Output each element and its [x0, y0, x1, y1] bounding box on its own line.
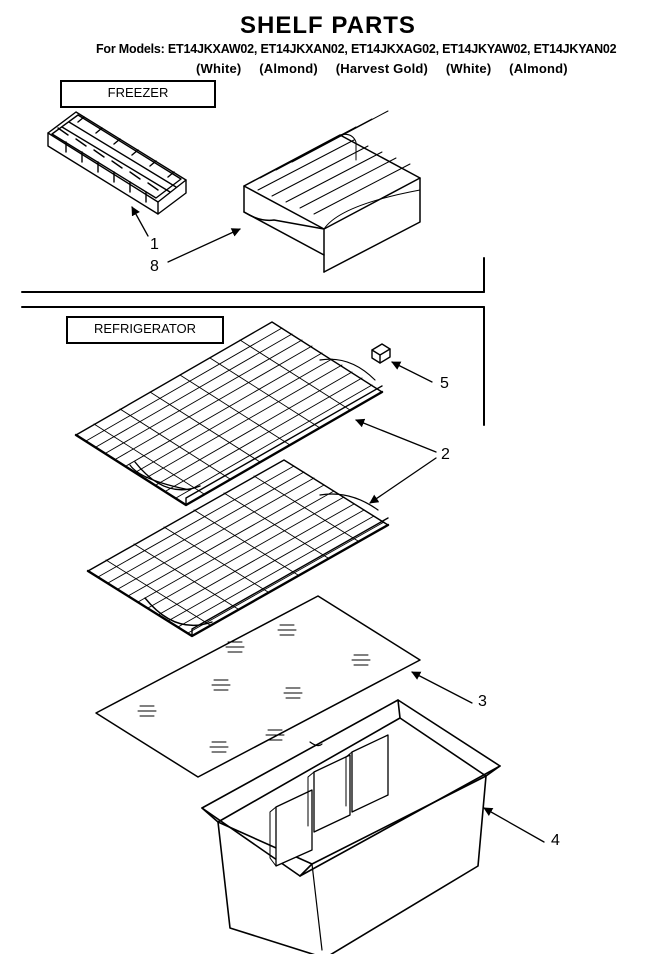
- lower-wire-shelf: [86, 459, 390, 638]
- callout-4: 4: [551, 832, 560, 849]
- color-variant: (White): [445, 61, 492, 76]
- callout-2: 2: [441, 446, 450, 463]
- crisper-cover-glass: [95, 595, 421, 778]
- freezer-shelf: [243, 110, 421, 273]
- color-variant: (Almond): [509, 61, 568, 76]
- callout-8: 8: [150, 258, 159, 275]
- ice-tray: [47, 111, 187, 215]
- color-variant: (White): [196, 61, 242, 76]
- models-line: For Models: ET14JKXAW02, ET14JKXAN02, ET…: [96, 42, 617, 56]
- callout-3: 3: [478, 693, 487, 710]
- shelf-stop: [371, 343, 391, 364]
- section-dividers: [21, 257, 485, 426]
- crisper-pan: [201, 699, 501, 954]
- leader-arrows: [131, 206, 545, 843]
- freezer-section-label: FREEZER: [60, 80, 216, 108]
- upper-wire-shelf: [74, 321, 384, 507]
- callout-5: 5: [440, 375, 449, 392]
- refrigerator-section-label: REFRIGERATOR: [66, 316, 224, 344]
- color-variant: (Almond): [259, 61, 318, 76]
- color-variant: (Harvest Gold): [335, 61, 429, 76]
- callout-1: 1: [150, 236, 159, 253]
- page-title: SHELF PARTS: [240, 12, 416, 39]
- color-variants: (White) (Almond) (Harvest Gold) (White) …: [196, 61, 646, 76]
